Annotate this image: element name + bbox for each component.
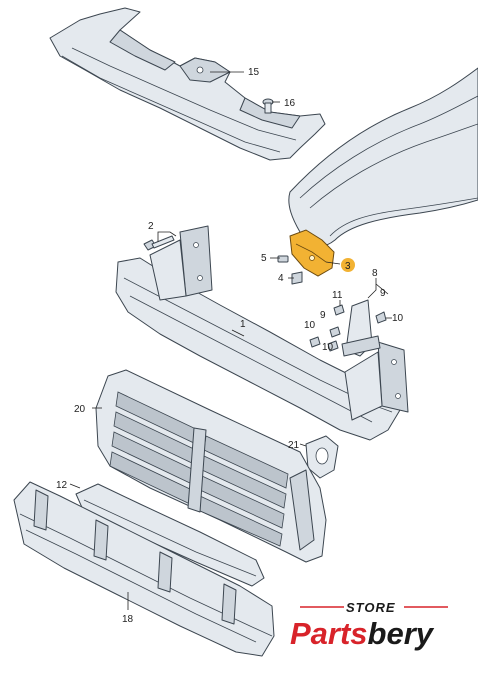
callout-11: 11 [332, 290, 343, 301]
logo-store-text: STORE [346, 600, 396, 615]
part-20-air-shutter [95, 369, 327, 563]
part-16-screw [262, 98, 274, 114]
logo-brand-dark: bery [368, 616, 435, 651]
bolt-group-9-10-11 [309, 304, 387, 352]
callout-labels: 15 16 2 5 3 4 8 9 11 9 10 10 10 1 20 21 … [56, 67, 404, 625]
callout-9-top: 9 [380, 288, 386, 299]
part-15-upper-carrier [49, 7, 326, 161]
callout-10-right: 10 [392, 313, 404, 324]
callout-2: 2 [148, 221, 154, 232]
callout-3: 3 [345, 261, 351, 272]
callout-20: 20 [74, 404, 86, 415]
part-1-bumper-beam [115, 225, 409, 441]
callout-10-bottom: 10 [322, 342, 334, 353]
partsbery-store-logo: STORE Partsbery [290, 600, 448, 651]
part-8-bracket [341, 299, 381, 357]
logo-brand-red: Parts [290, 616, 368, 651]
callout-21: 21 [288, 440, 300, 451]
part-5-screw [277, 255, 289, 263]
callout-16: 16 [284, 98, 296, 109]
callout-3-highlight-disc [341, 258, 355, 272]
part-3-highlighted-bracket [289, 229, 335, 277]
callout-5: 5 [261, 253, 267, 264]
leader-lines [69, 71, 392, 610]
logo-brand-text: Partsbery [290, 616, 435, 651]
part-4-clip [291, 271, 303, 285]
callout-4: 4 [278, 273, 284, 284]
callout-18: 18 [122, 614, 134, 625]
part-18-lower-beam [13, 481, 275, 657]
part-21-bracket [305, 435, 339, 479]
callout-1: 1 [240, 319, 246, 330]
callout-15: 15 [248, 67, 260, 78]
fender-panel [288, 67, 478, 247]
callout-9-left: 9 [320, 310, 326, 321]
callout-12: 12 [56, 480, 68, 491]
callout-10-left: 10 [304, 320, 316, 331]
callout-8: 8 [372, 268, 378, 279]
part-2-bolt [143, 235, 175, 251]
